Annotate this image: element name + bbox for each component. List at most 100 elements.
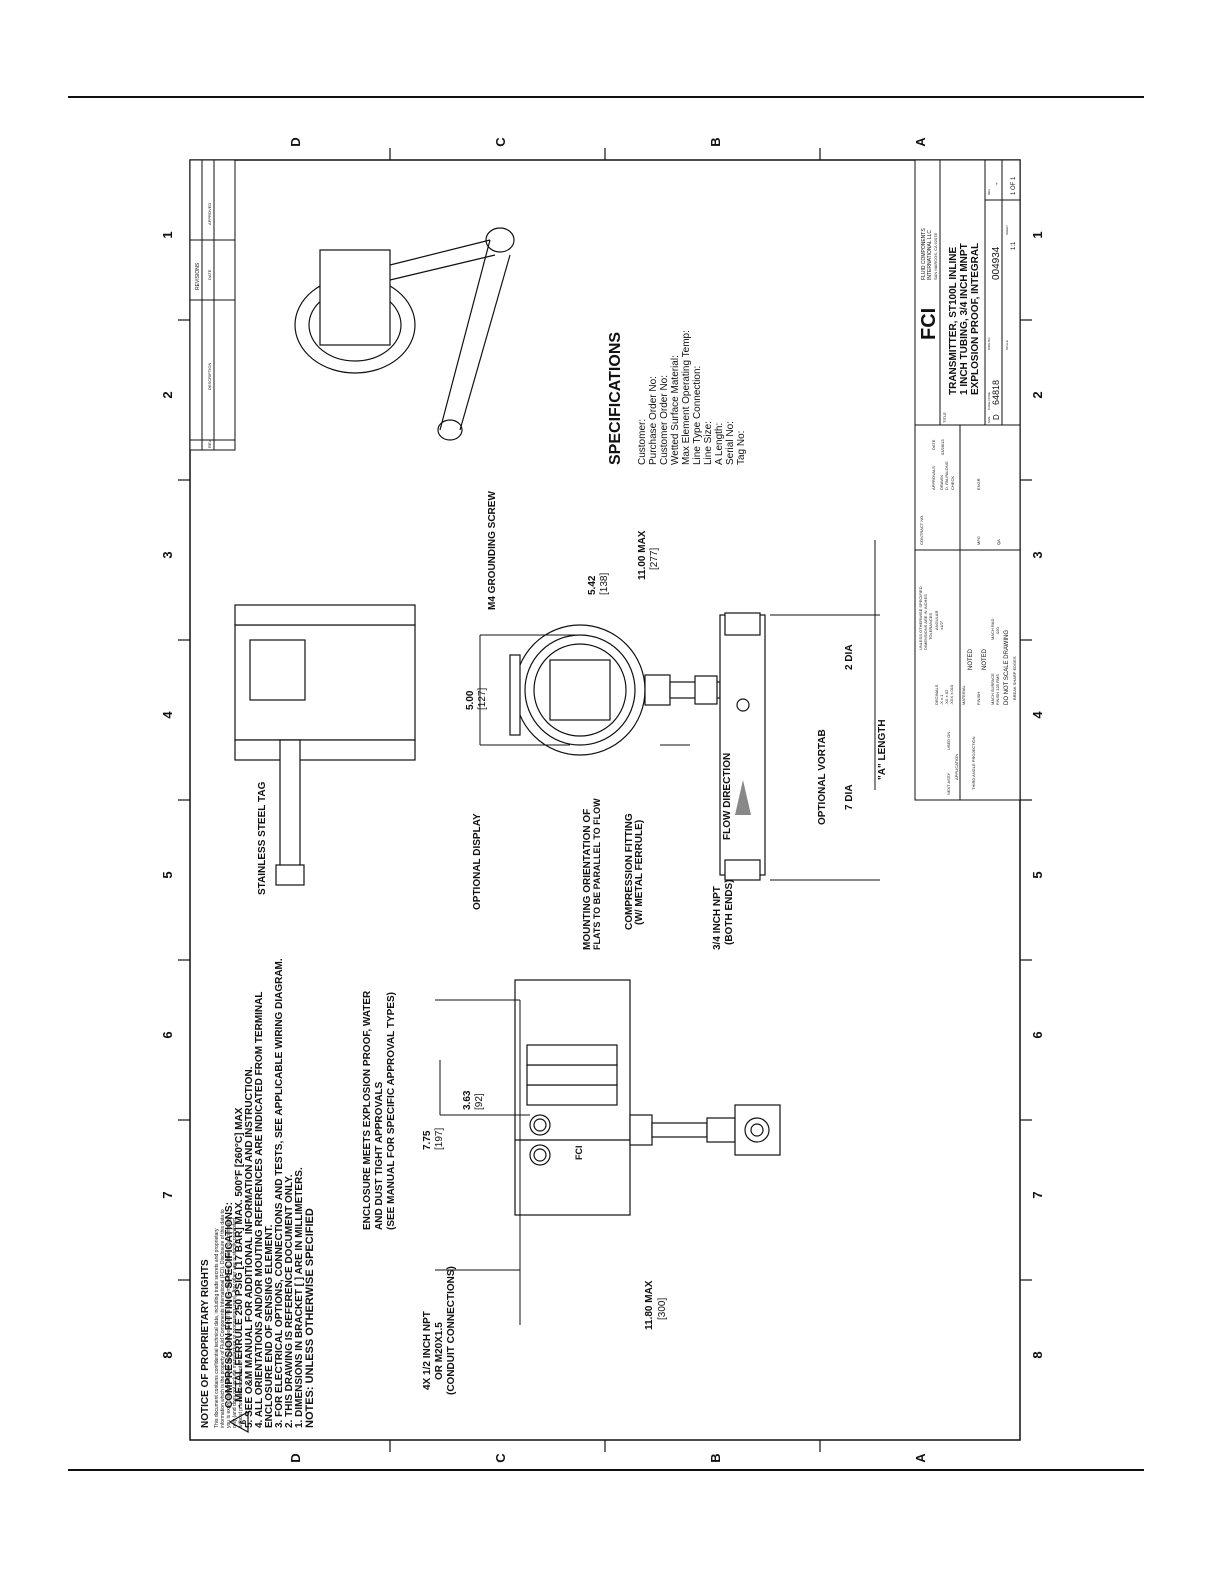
dim-height: [300] [657, 1298, 668, 1320]
spec-field: Purchase Order No: [648, 376, 659, 465]
note-item: 3. FOR ELECTRICAL OPTIONS, CONNECTIONS A… [274, 958, 285, 1428]
title-block-used-on: USED ON [946, 732, 951, 750]
note-flag-icon [228, 1410, 249, 1434]
title-block-title: 1 INCH TUBING, 3/4 INCH MNPT [959, 243, 970, 395]
revisions-title: REVISIONS [195, 262, 201, 290]
dim-500: 5.00 [465, 690, 476, 710]
title-block-angular: ±1/2° [939, 620, 944, 630]
note-item: ENCLOSURE END OF SENSING ELEMENT. [264, 1224, 275, 1428]
zone-letter: B [708, 1453, 723, 1462]
title-block-finish-label: FINISH [976, 692, 981, 705]
enclosure-label: AND DUST TIGHT APPROVALS [374, 1081, 385, 1230]
specifications-title: SPECIFICATIONS [607, 332, 624, 465]
note-item: - METAL FERRULE 250 PSIG [17 BAR] MAX. 5… [234, 1107, 245, 1408]
zone-number: 1 [1030, 231, 1045, 238]
title-block-qa: QA [996, 539, 1001, 545]
zone-number: 2 [160, 391, 175, 398]
proprietary-line: you is expressly conditioned upon your a… [226, 1217, 232, 1428]
mounting-label: MOUNTING ORIENTATION OF [582, 809, 593, 950]
zone-number: 8 [160, 1351, 175, 1358]
dia2-label: 2 DIA [844, 644, 855, 670]
title-block-eng: ENGR [976, 478, 981, 490]
compression-label: COMPRESSION FITTING [624, 813, 635, 930]
title-block-date: 03/28/13 [940, 439, 945, 455]
dim-1100: [277] [649, 548, 660, 570]
spec-field: Wetted Surface Material: [670, 355, 681, 465]
zone-letter: B [708, 137, 723, 146]
title-block-title: EXPLOSION PROOF, INTEGRAL [970, 243, 981, 395]
zone-letter: D [288, 137, 303, 146]
npt-label: 3/4 INCH NPT [712, 886, 723, 950]
title-block-application: APPLICATION [954, 754, 959, 780]
optional-display-label: OPTIONAL DISPLAY [472, 813, 483, 910]
title-block-machrad: MACH RAD [990, 619, 995, 640]
front-view-transmitter [509, 612, 766, 881]
title-block-drawn: DRAWN [939, 475, 944, 490]
title-block-machrad: .020 [995, 626, 1000, 635]
spec-field: Line Type Connection: [692, 366, 703, 465]
title-block-drawn-name: D. PALPALONG [944, 461, 949, 490]
title-block-size: D [992, 414, 1001, 420]
note-item: 1. DIMENSIONS IN BRACKET [ ] ARE IN MILL… [294, 1167, 305, 1428]
title-block-date-label: DATE [931, 439, 936, 450]
spec-field: Serial No: [725, 421, 736, 465]
dim-width: [197] [434, 1128, 445, 1150]
zone-number: 4 [160, 711, 175, 719]
dim-inner: [92] [474, 1093, 485, 1110]
revisions-table [189, 159, 236, 451]
tag-view-transmitter [234, 604, 416, 886]
top-rule [68, 96, 1144, 98]
dim-height: 11.80 MAX [644, 1280, 655, 1330]
title-block-company: INTERNATIONAL LLC [927, 230, 933, 280]
spec-field: Tag No: [736, 431, 747, 465]
title-block-scale: 1:1 [1011, 241, 1017, 250]
title-block-tolerances: DIMENSIONS ARE IN INCHES [923, 594, 928, 650]
zone-letter: D [288, 1453, 303, 1462]
title-block-tolerances: UNLESS OTHERWISE SPECIFIED [918, 586, 923, 650]
note-item: 2. THIS DRAWING IS REFERENCE DOCUMENT ON… [284, 1174, 295, 1428]
title-block-surface: FINISH 125 RMS [995, 674, 1000, 705]
grounding-label: M4 GROUNDING SCREW [487, 491, 498, 610]
title-block-next-assy: NEXT ASSY [946, 773, 951, 795]
spec-field: Customer Order No: [659, 375, 670, 465]
title-block-surface: MACH SURFACE [990, 673, 995, 705]
side-view-transmitter [514, 979, 781, 1216]
spec-field: Customer: [637, 419, 648, 465]
zone-letter: C [493, 1453, 508, 1463]
title-block-title-label: TITLE [942, 412, 947, 423]
revisions-header: REV [207, 439, 212, 448]
notes-header: NOTES: UNLESS OTHERWISE SPECIFIED [304, 1208, 316, 1428]
zone-letter: A [913, 137, 928, 147]
flow-direction-label: FLOW DIRECTION [722, 753, 733, 840]
npt-label: (BOTH ENDS) [724, 879, 735, 945]
title-block-dwg-label: DWG NO [987, 337, 991, 350]
enclosure-label: (SEE MANUAL FOR SPECIFIC APPROVAL TYPES) [386, 992, 397, 1230]
title-block-breaksharp: BREAK SHARP EDGES [1012, 656, 1017, 700]
title-block-noscale: DO NOT SCALE DRAWING [1004, 630, 1010, 705]
a-length-label: "A" LENGTH [877, 719, 888, 780]
title-block-sheet: 1 OF 1 [1011, 176, 1017, 195]
title-block-rev-label: REV [987, 189, 991, 195]
zone-number: 2 [1030, 391, 1045, 398]
dim-width: 7.75 [422, 1130, 433, 1150]
dia7-label: 7 DIA [844, 784, 855, 810]
title-block-scale-label: SCALE [1005, 340, 1009, 350]
title-block-decimals: .XXX ±.010 [949, 684, 954, 705]
zone-number: 1 [160, 231, 175, 238]
title-block-dwg: 004934 [991, 246, 1002, 280]
vortab-label: OPTIONAL VORTAB [817, 729, 828, 825]
spec-field: Line Size: [703, 421, 714, 465]
proprietary-line: only (and does not include manufacture o… [232, 1218, 238, 1428]
zone-number: 4 [1030, 711, 1045, 719]
title-block-title: TRANSMITTER, ST100L INLINE [948, 247, 959, 395]
title-block-contract: CONTRACT NO. [919, 515, 924, 545]
zone-letter: A [913, 1453, 928, 1463]
compression-label: (W/ METAL FERRULE) [634, 820, 645, 925]
title-block-approvals: APPROVALS [931, 466, 936, 490]
proprietary-title: NOTICE OF PROPRIETARY RIGHTS [200, 1259, 211, 1428]
title-block-tolerances: TOLERANCES [928, 613, 933, 640]
tag-label: STAINLESS STEEL TAG [257, 781, 268, 895]
proprietary-line: without prior written consent of FCI. [238, 1349, 244, 1428]
note-item: 4. ALL ORIENTATIONS AND/OR MOUTING REFER… [254, 992, 265, 1428]
